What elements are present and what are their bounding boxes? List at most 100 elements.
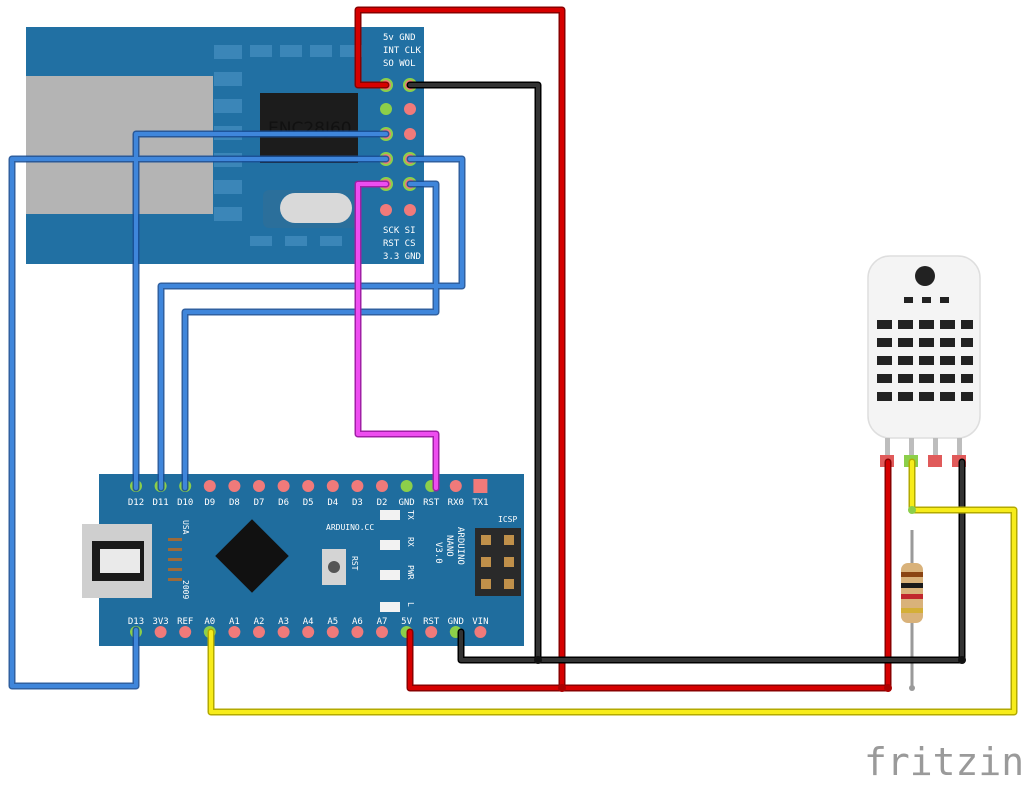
dht-pin-pads	[880, 455, 966, 467]
bottom-pin-a5	[326, 626, 339, 638]
usb-label: USA	[181, 520, 190, 535]
top-pin-label: D11	[152, 498, 168, 508]
bottom-pin-label: A6	[352, 617, 363, 627]
top-pin-label: D12	[128, 498, 144, 508]
bottom-pin-a1	[228, 626, 241, 638]
board-name-1: ARDUINO	[455, 527, 465, 565]
usb-port-inner	[100, 549, 140, 573]
enc28j60-chip	[260, 93, 358, 163]
reset-label: RST	[350, 556, 359, 571]
wire-so-d12	[134, 132, 388, 490]
led-label-pwr: PWR	[406, 565, 415, 580]
fritzing-watermark: fritzing	[864, 740, 1024, 784]
pullup-resistor	[901, 530, 923, 688]
dht22-sensor	[867, 255, 981, 467]
wire-cs-d10	[183, 182, 438, 490]
arduino-nano: USA 2009 RST ARDUINO.CC TX RX PWR L ARDU…	[82, 474, 524, 646]
wire-data-a0	[209, 460, 1016, 714]
site-label: ARDUINO.CC	[326, 523, 374, 532]
top-pin-label: D9	[204, 498, 215, 508]
dht-legs	[885, 438, 962, 460]
eth-header-label-1: 5v GND	[383, 33, 416, 43]
bottom-pin-label: A5	[327, 617, 338, 627]
bottom-pin-a6	[351, 626, 364, 638]
led-label-tx: TX	[406, 510, 415, 520]
top-pin-gnd	[400, 480, 413, 492]
eth-header-label-3: SO WOL	[383, 59, 416, 69]
eth-header-label-6: 3.3 GND	[383, 252, 421, 262]
icsp-pins	[481, 535, 514, 589]
top-pin-label: RST	[423, 498, 440, 508]
top-pin-label: GND	[398, 498, 414, 508]
wire-rst	[356, 182, 438, 490]
top-pin-d9	[203, 480, 216, 492]
bottom-pin-a7	[376, 626, 388, 638]
top-pin-label: TX1	[472, 498, 488, 508]
top-pin-d7	[253, 480, 265, 492]
top-pin-d4	[326, 480, 339, 492]
bottom-pin-label: A4	[303, 617, 314, 627]
top-pin-label: D3	[352, 498, 363, 508]
top-pin-label: D10	[177, 498, 193, 508]
bottom-pin-label: A3	[278, 617, 289, 627]
top-pin-d2	[376, 480, 388, 492]
bottom-pin-label: A1	[229, 617, 240, 627]
top-pin-d8	[228, 480, 241, 492]
eth-header-label-4: SCK SI	[383, 226, 416, 236]
top-pin-tx1	[473, 479, 488, 493]
arduino-bottom-pins: D13 3V3 REF A0 A1 A2 A3 A4 A5 A6 A7 5V RST GND VIN	[128, 617, 489, 638]
bottom-pin-a3	[277, 626, 290, 638]
top-pin-label: D4	[327, 498, 338, 508]
dht-mount-hole	[915, 266, 935, 286]
bottom-pin-label: RST	[423, 617, 440, 627]
dht-vents	[877, 297, 973, 401]
top-pin-label: D6	[278, 498, 289, 508]
bottom-pin-label: A7	[377, 617, 388, 627]
board-name-2: NANO	[444, 535, 454, 557]
bottom-pin-label: D13	[128, 617, 144, 627]
wire-sck-d13	[10, 157, 388, 688]
top-pin-d3	[351, 480, 364, 492]
top-pin-label: D7	[254, 498, 265, 508]
wire-eth-gnd	[408, 83, 540, 662]
bottom-pin-label: A2	[254, 617, 265, 627]
wire-junctions	[534, 506, 966, 692]
wire-eth-5v	[356, 8, 564, 690]
led-label-rx: RX	[406, 537, 415, 547]
eth-header-label-5: RST CS	[383, 239, 416, 249]
bottom-pin-vin	[474, 626, 487, 638]
bottom-pin-a2	[253, 626, 265, 638]
bottom-pin-label: REF	[177, 617, 193, 627]
atmega-chip	[215, 519, 289, 593]
year-label: 2009	[181, 580, 190, 599]
reset-button-cap[interactable]	[328, 561, 340, 573]
bottom-pin-label: A0	[204, 617, 215, 627]
ethernet-module: ENC28J60 5v GND INT CLK SO WOL SCK SI RS…	[26, 27, 424, 264]
bottom-pin-label: 5V	[401, 617, 412, 627]
icsp-label: ICSP	[498, 515, 517, 524]
bottom-pin-label: GND	[448, 617, 464, 627]
status-leds	[380, 510, 400, 612]
eth-header-label-2: INT CLK	[383, 46, 422, 56]
wires	[8, 6, 1018, 716]
top-pin-rx0	[449, 480, 462, 492]
crystal	[280, 193, 352, 223]
top-pin-label: D5	[303, 498, 314, 508]
rj45-jack	[26, 76, 213, 214]
bottom-pin-label: VIN	[472, 617, 488, 627]
top-pin-label: D8	[229, 498, 240, 508]
bottom-pin-ref	[179, 626, 192, 638]
bottom-pin-a4	[302, 626, 315, 638]
bottom-pin-3v3	[154, 626, 167, 638]
top-pin-label: RX0	[448, 498, 464, 508]
wire-si-d11	[159, 157, 464, 490]
top-pin-label: D2	[377, 498, 388, 508]
bottom-pin-label: 3V3	[152, 617, 168, 627]
bottom-pin-rst	[425, 626, 438, 638]
top-pin-d5	[302, 480, 315, 492]
board-name-3: V3.0	[433, 542, 443, 564]
top-pin-d6	[277, 480, 290, 492]
usb-pads	[168, 538, 182, 581]
wire-nano-5v-dht	[408, 460, 890, 690]
